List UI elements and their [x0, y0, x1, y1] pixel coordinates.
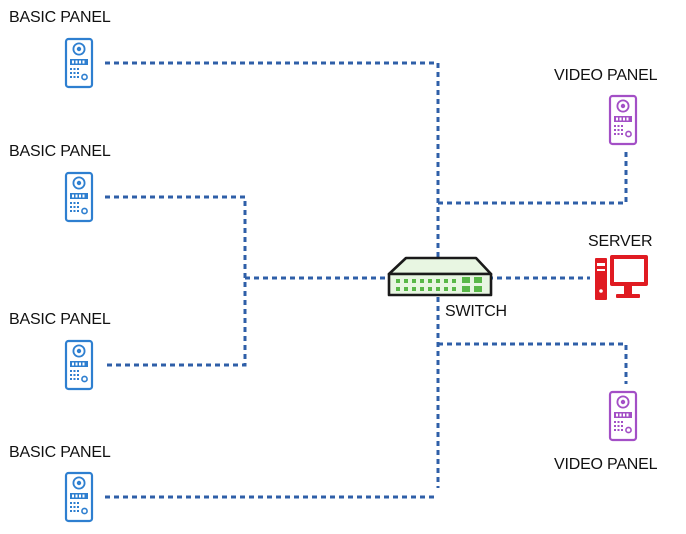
basic-panel-1-label: BASIC PANEL: [9, 9, 111, 26]
connection-lines: [105, 61, 628, 499]
video-panel-1-label: VIDEO PANEL: [554, 67, 658, 84]
link-video-panel-1: [438, 148, 628, 205]
link-video-panel-2: [438, 342, 628, 384]
basic-panel-2-label: BASIC PANEL: [9, 143, 111, 160]
video-panel-2-icon: [608, 390, 638, 442]
basic-panel-3-icon: [64, 339, 94, 391]
server-label: SERVER: [588, 233, 653, 250]
basic-panel-3-label: BASIC PANEL: [9, 311, 111, 328]
basic-panel-1-icon: [64, 37, 94, 89]
network-switch-icon: [387, 256, 493, 297]
video-panel-2-label: VIDEO PANEL: [554, 456, 658, 473]
video-panel-1-icon: [608, 94, 638, 146]
link-basic-panel-2: [105, 195, 247, 367]
basic-panel-4-icon: [64, 471, 94, 523]
basic-panel-2-icon: [64, 171, 94, 223]
link-basic-panel-1: [105, 61, 440, 488]
switch-label: SWITCH: [445, 303, 507, 320]
basic-panel-4-label: BASIC PANEL: [9, 444, 111, 461]
desktop-computer-icon: [595, 255, 648, 300]
